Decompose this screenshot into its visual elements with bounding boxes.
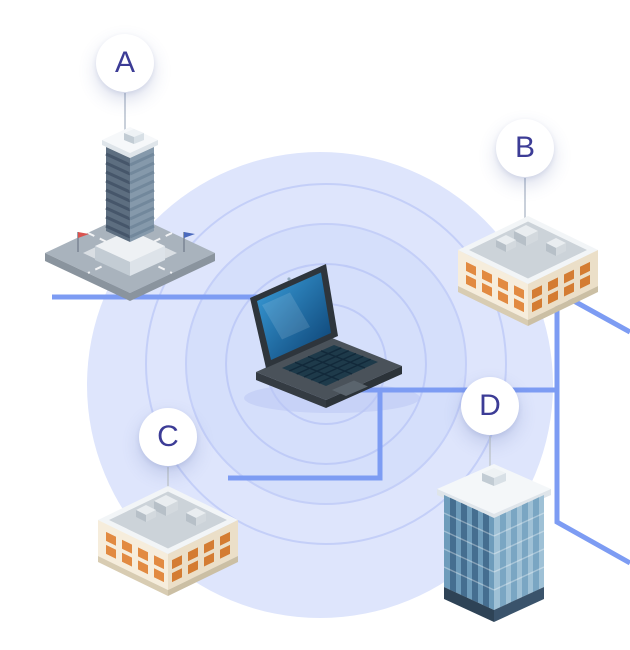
node-badge-d: D — [461, 377, 519, 435]
touchpad — [332, 380, 368, 396]
node-badge-c: C — [139, 408, 197, 466]
link-b-d — [554, 300, 630, 566]
badge-stems — [124, 93, 526, 488]
node-label-d: D — [479, 389, 501, 422]
building-a-illustration — [45, 127, 215, 301]
laptop-illustration — [250, 264, 402, 408]
node-label-a: A — [114, 46, 135, 79]
glass-strips-right — [500, 497, 539, 608]
node-badge-b: B — [496, 119, 554, 177]
node-label-b: B — [514, 131, 535, 164]
flag-icons — [77, 232, 195, 252]
screen — [257, 272, 331, 360]
node-badge-a: A — [96, 34, 154, 92]
link-c — [228, 390, 383, 481]
building-d-illustration — [437, 464, 551, 622]
node-label-c: C — [157, 420, 179, 453]
webcam-icon — [287, 277, 291, 281]
glass-strips-left — [450, 497, 489, 608]
